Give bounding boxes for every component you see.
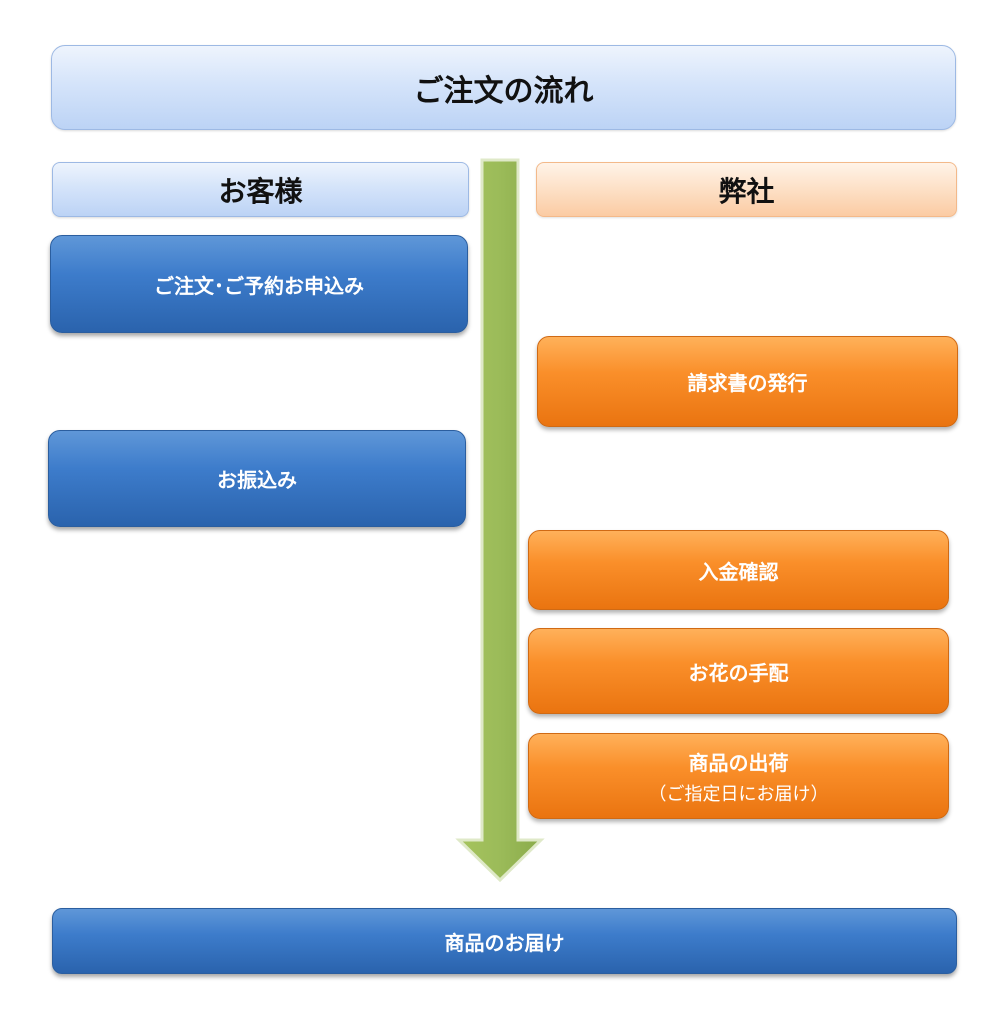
step-bank-transfer-label: お振込み xyxy=(217,468,297,492)
step-product-shipping: 商品の出荷 （ご指定日にお届け） xyxy=(528,733,949,819)
step-order-application-label: ご注文･ご予約お申込み xyxy=(154,273,364,298)
company-column-header: 弊社 xyxy=(536,162,957,217)
step-flower-arrangement: お花の手配 xyxy=(528,628,949,714)
step-product-delivery: 商品のお届け xyxy=(52,908,957,974)
step-product-shipping-note: （ご指定日にお届け） xyxy=(648,783,829,805)
step-payment-confirmation-label: 入金確認 xyxy=(698,559,779,584)
step-product-delivery-label: 商品のお届け xyxy=(444,930,565,955)
step-flower-arrangement-label: お花の手配 xyxy=(688,660,789,685)
step-invoice-issue-label: 請求書の発行 xyxy=(687,371,808,395)
step-order-application: ご注文･ご予約お申込み xyxy=(50,235,468,333)
step-invoice-issue: 請求書の発行 xyxy=(537,336,958,427)
flow-title: ご注文の流れ xyxy=(51,45,956,130)
step-bank-transfer: お振込み xyxy=(48,430,466,527)
step-product-shipping-label: 商品の出荷 xyxy=(688,750,789,775)
customer-column-header: お客様 xyxy=(52,162,469,217)
flow-down-arrow xyxy=(455,158,545,883)
customer-column-label: お客様 xyxy=(218,174,303,208)
company-column-label: 弊社 xyxy=(718,174,775,208)
step-payment-confirmation: 入金確認 xyxy=(528,530,949,610)
flow-title-text: ご注文の流れ xyxy=(413,73,594,109)
